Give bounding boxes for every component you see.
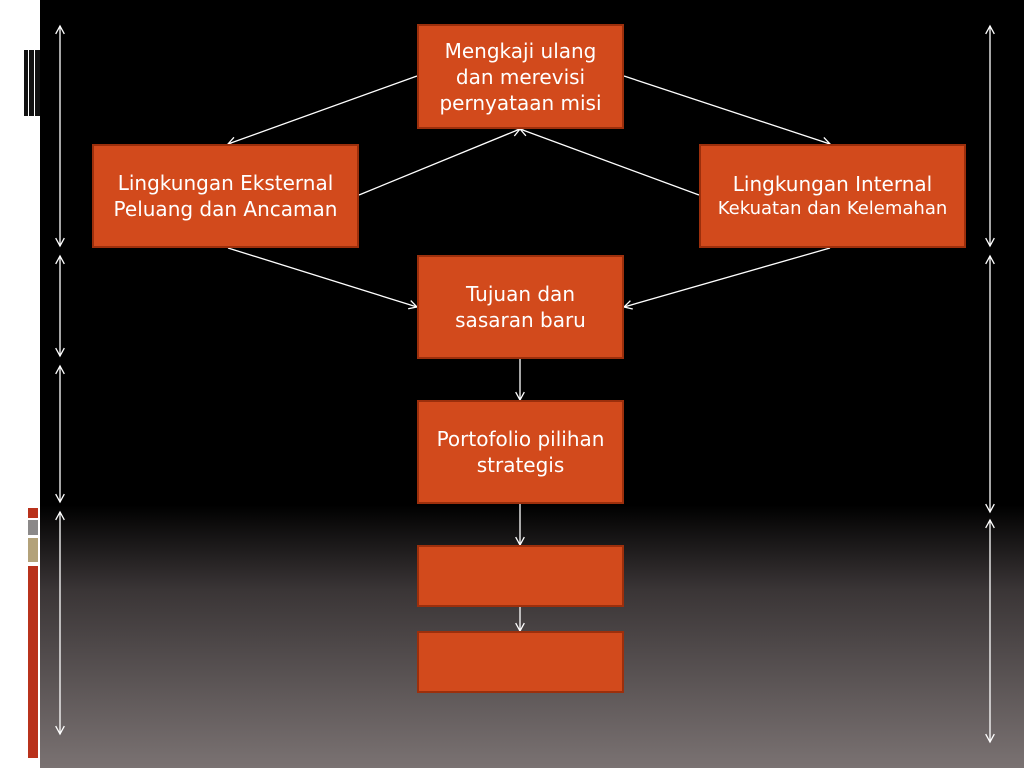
arrow-external-to-goals-line	[227, 247, 418, 308]
internal-environment-box: Lingkungan Internal Kekuatan dan Kelemah…	[699, 144, 966, 248]
arrow-top-to-internal-line	[623, 75, 831, 145]
strategy-portfolio-box: Portofolio pilihan strategis	[417, 400, 624, 504]
portfolio-box-line-2: strategis	[476, 453, 565, 477]
left-arrow-stage-2-head-top	[55, 254, 65, 265]
decor-stripe-2	[29, 50, 34, 116]
blank-box-1	[417, 545, 624, 607]
internal-box-line-2: Kekuatan dan Kelemahan	[717, 198, 948, 220]
arrow-internal-to-top-line	[519, 128, 700, 196]
right-arrow-stage-3-head-bottom	[985, 733, 995, 744]
left-arrow-stage-1-head-bottom	[55, 237, 65, 248]
decor-bar-gray	[28, 520, 38, 535]
arrow-top-to-external-line	[227, 75, 418, 145]
decor-bar-red	[28, 508, 38, 518]
decor-bar-red-long	[28, 566, 38, 758]
arrow-internal-to-goals-head	[622, 300, 633, 310]
top-box-line-3: pernyataan misi	[439, 90, 602, 115]
right-arrow-stage-2-head-top	[985, 254, 995, 265]
decor-stripe-1	[24, 50, 28, 116]
top-box-line-2: dan merevisi	[455, 64, 586, 89]
arrow-external-to-top-line	[358, 128, 521, 196]
left-margin-strip	[0, 0, 40, 768]
left-arrow-stage-3-head-top	[55, 364, 65, 375]
decor-stripe-3	[35, 50, 40, 116]
portfolio-box-line-1: Portofolio pilihan	[436, 427, 605, 451]
goals-box-line-1: Tujuan dan	[465, 282, 575, 306]
left-arrow-stage-1-head-top	[55, 24, 65, 35]
decor-top-stripes	[24, 50, 40, 116]
top-box-line-1: Mengkaji ulang	[444, 38, 597, 63]
new-goals-box: Tujuan dan sasaran baru	[417, 255, 624, 359]
external-environment-box: Lingkungan Eksternal Peluang dan Ancaman	[92, 144, 359, 248]
right-arrow-stage-2-head-bottom	[985, 503, 995, 514]
blank-box-2	[417, 631, 624, 693]
right-arrow-stage-1-head-bottom	[985, 237, 995, 248]
top-box-review-mission: Mengkaji ulang dan merevisi pernyataan m…	[417, 24, 624, 129]
external-box-line-1: Lingkungan Eksternal	[117, 171, 334, 195]
decor-bar-tan	[28, 538, 38, 562]
right-arrow-stage-1-head-top	[985, 24, 995, 35]
left-arrow-stage-4-head-bottom	[55, 725, 65, 736]
external-box-line-2: Peluang dan Ancaman	[113, 197, 338, 221]
arrow-internal-to-goals-line	[623, 247, 831, 308]
goals-box-line-2: sasaran baru	[455, 308, 586, 332]
left-arrow-stage-3-head-bottom	[55, 493, 65, 504]
right-arrow-stage-3-head-top	[985, 518, 995, 529]
left-arrow-stage-4-head-top	[55, 510, 65, 521]
left-arrow-stage-2-head-bottom	[55, 347, 65, 358]
internal-box-line-1: Lingkungan Internal	[732, 172, 933, 197]
